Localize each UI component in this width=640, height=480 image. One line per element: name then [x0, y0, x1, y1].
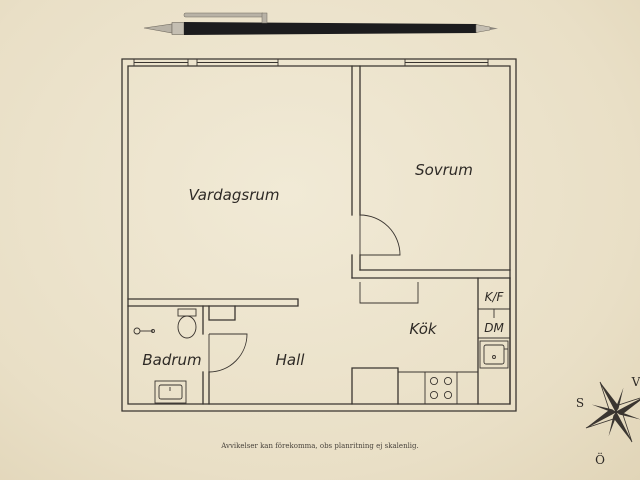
compass-rose-icon — [585, 381, 640, 443]
disclaimer-text: Avvikelser kan förekomma, obs planritnin… — [221, 442, 419, 450]
room-label-bathroom: Badrum — [142, 351, 201, 369]
room-label-living: Vardagsrum — [189, 186, 280, 204]
window — [404, 59, 489, 66]
room-label-kitchen: Kök — [409, 320, 437, 338]
door-bedroom — [359, 214, 401, 256]
window — [133, 59, 189, 66]
compass-east-label: Ö — [595, 451, 605, 467]
window — [196, 59, 279, 66]
room-label-hall: Hall — [276, 351, 306, 369]
washbasin-icon — [154, 380, 187, 404]
pen-icon — [143, 12, 498, 35]
compass-south-label: S — [576, 396, 584, 410]
room-label-bedroom: Sovrum — [415, 161, 473, 179]
door-bathroom — [208, 333, 248, 373]
dishwasher-label: DM — [484, 321, 504, 335]
compass-west-label: V — [631, 375, 640, 389]
sink-icon — [479, 340, 509, 369]
fridge-freezer-label: K/F — [485, 290, 505, 304]
shower-icon — [133, 327, 155, 335]
toilet-icon — [177, 308, 197, 339]
stove-icon — [424, 371, 458, 405]
